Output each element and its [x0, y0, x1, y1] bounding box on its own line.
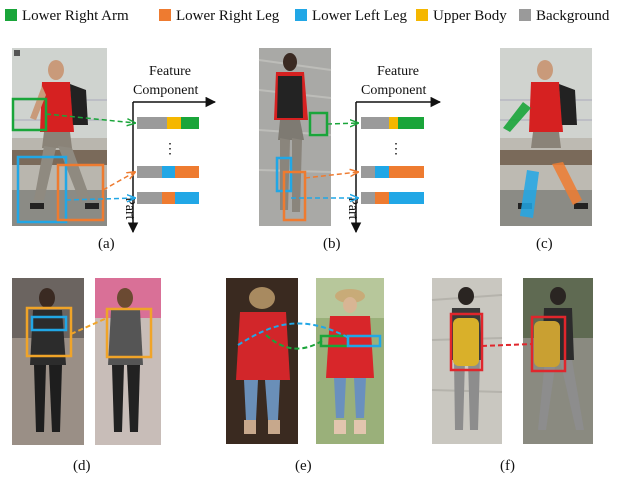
bar-a-left-leg: [137, 192, 199, 204]
legend-swatch-lower-right-arm: [5, 9, 17, 21]
axis-b-label-part: Part: [345, 197, 360, 220]
legend-swatch-background: [519, 9, 531, 21]
diagram-b: Feature Component Part ⋮: [291, 64, 442, 234]
box-b-right-leg: [282, 170, 307, 222]
legend-swatch-lower-left-leg: [295, 9, 307, 21]
caption-f: (f): [500, 458, 515, 474]
link-f: [481, 343, 533, 347]
legend-label-lower-right-arm: Lower Right Arm: [22, 8, 129, 24]
caption-d: (d): [73, 458, 91, 474]
legend-label-lower-left-leg: Lower Left Leg: [312, 8, 407, 24]
legend-label-background: Background: [536, 8, 610, 24]
arrow-b-arm: [326, 123, 358, 124]
panel-e: [226, 278, 384, 444]
bar-a-right-leg: [137, 166, 199, 178]
segment-c-left-leg: [520, 170, 539, 218]
photo-e-left: [226, 278, 298, 444]
box-d-left-yellow: [25, 306, 73, 358]
axis-a-label-feature: Feature: [149, 64, 191, 79]
panel-f: [431, 278, 593, 444]
panel-b: [258, 48, 332, 226]
segment-c-right-leg: [552, 162, 582, 205]
legend-label-lower-right-leg: Lower Right Leg: [176, 8, 280, 24]
axis-a-label-component: Component: [133, 83, 198, 98]
photo-d-right: [95, 278, 161, 445]
arrow-b-right-leg: [304, 172, 358, 179]
photo-b: [258, 48, 332, 226]
panel-a: [11, 48, 107, 226]
box-f-left: [449, 312, 484, 372]
link-d: [70, 317, 108, 335]
legend-swatch-lower-right-leg: [159, 9, 171, 21]
photo-e-right: [316, 278, 384, 444]
legend-swatch-upper-body: [416, 9, 428, 21]
arrow-a-arm: [45, 113, 135, 123]
axis-a-label-part: Part: [122, 197, 137, 220]
legend-label-upper-body: Upper Body: [433, 8, 507, 24]
box-a-left-leg: [16, 155, 68, 224]
backpack-f-right: [534, 321, 560, 367]
photo-d-left: [12, 278, 84, 445]
panel-c: [500, 48, 592, 226]
segment-c-arm: [503, 102, 531, 132]
bar-b-arm: [361, 117, 424, 129]
caption-c: (c): [536, 236, 553, 252]
axis-b-label-component: Component: [361, 83, 426, 98]
box-d-right-yellow: [105, 307, 153, 359]
panel-d: [12, 278, 161, 445]
axis-b-label-feature: Feature: [377, 64, 419, 79]
caption-a: (a): [98, 236, 115, 252]
link-e-blue: [237, 322, 350, 346]
legend: Lower Right Arm Lower Right Leg Lower Le…: [5, 8, 610, 24]
arrow-a-left-leg: [65, 198, 135, 200]
bar-b-right-leg: [361, 166, 424, 178]
box-e-right-blue: [346, 334, 382, 348]
caption-b: (b): [323, 236, 341, 252]
arrow-a-right-leg: [102, 172, 135, 191]
dots-a: ⋮: [163, 142, 177, 157]
diagram-a: Feature Component Part ⋮: [45, 64, 217, 234]
backpack-f-left: [453, 318, 479, 366]
box-d-left-blue: [30, 315, 68, 332]
caption-e: (e): [295, 458, 312, 474]
box-a-right-leg: [56, 163, 105, 222]
bar-a-arm: [137, 117, 199, 129]
bar-b-left-leg: [361, 192, 424, 204]
dots-b: ⋮: [389, 142, 403, 157]
